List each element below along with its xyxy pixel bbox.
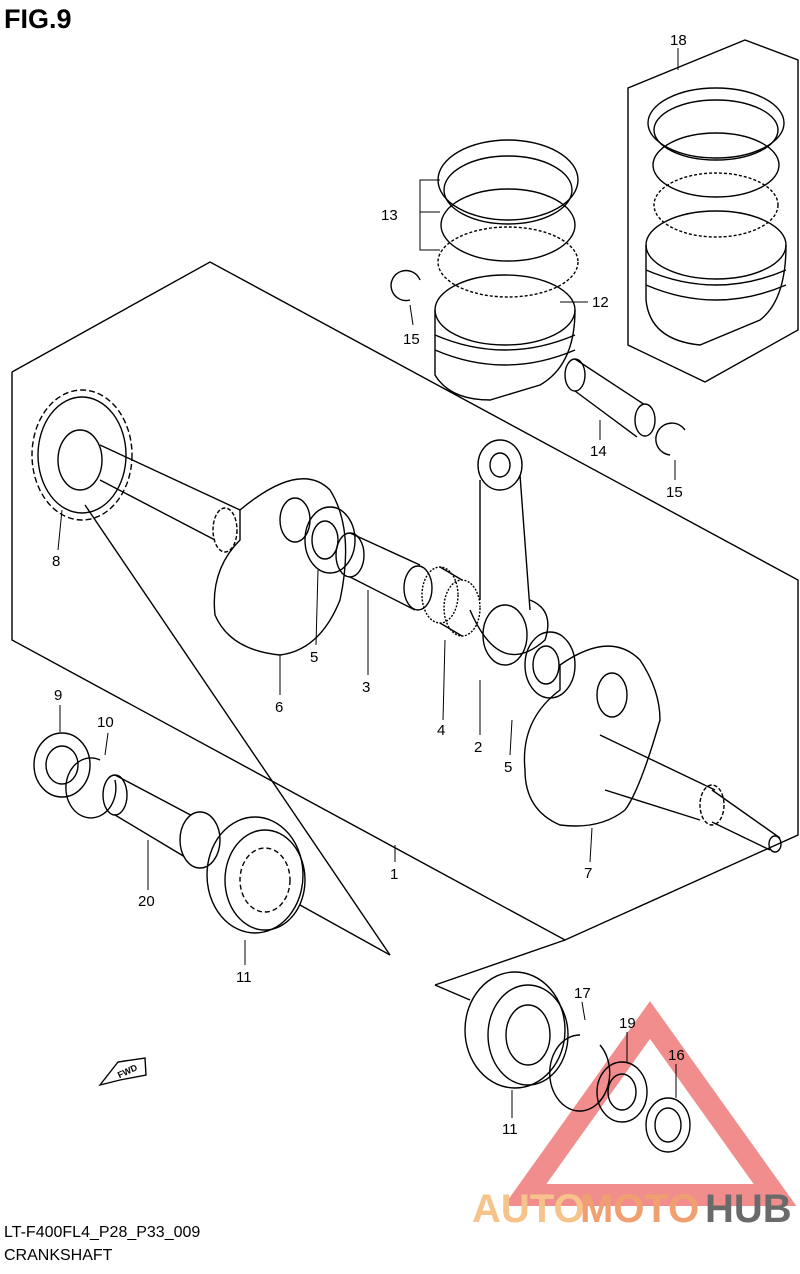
callout-bracket bbox=[419, 179, 440, 251]
leader-lines bbox=[57, 48, 679, 1118]
callout-11: 11 bbox=[502, 1121, 518, 1138]
crank-half-6 bbox=[99, 444, 347, 656]
piston-rings-13 bbox=[437, 139, 579, 298]
watermark-auto: AUTO bbox=[472, 1187, 585, 1231]
callout-2: 2 bbox=[474, 739, 482, 756]
callout-5: 5 bbox=[310, 649, 318, 666]
oil-seal-16 bbox=[645, 1097, 691, 1153]
gear-8 bbox=[31, 389, 133, 521]
piston-set-18 bbox=[645, 87, 787, 346]
assembly-frame-line bbox=[11, 261, 799, 941]
callout-labels: 18 13 12 15 14 15 8 5 3 6 4 2 5 9 10 20 … bbox=[52, 32, 687, 1138]
watermark-hub: HUB bbox=[705, 1187, 792, 1231]
piston-set-frame bbox=[627, 39, 799, 383]
callout-11: 11 bbox=[236, 969, 252, 986]
callout-18: 18 bbox=[670, 32, 687, 49]
bearing-11 bbox=[206, 816, 306, 934]
circlip-15 bbox=[390, 269, 421, 302]
callout-15: 15 bbox=[666, 484, 683, 501]
piston-12 bbox=[434, 274, 576, 401]
bearing-9 bbox=[33, 732, 91, 798]
crank-half-7 bbox=[523, 645, 782, 853]
needle-bearing-4 bbox=[421, 566, 481, 637]
callout-5: 5 bbox=[504, 759, 512, 776]
frame-diagonal-line bbox=[299, 904, 391, 956]
connecting-rod-2 bbox=[469, 439, 549, 666]
figure-code: LT-F400FL4_P28_P33_009 bbox=[4, 1224, 201, 1241]
callout-16: 16 bbox=[668, 1047, 685, 1064]
figure-title: FIG.9 bbox=[4, 4, 72, 34]
frame-diagonal-line bbox=[84, 504, 391, 956]
washer-5 bbox=[524, 631, 576, 699]
circlip-15 bbox=[655, 422, 686, 456]
callout-6: 6 bbox=[275, 699, 283, 716]
callout-17: 17 bbox=[574, 985, 591, 1002]
spacer-20 bbox=[102, 774, 221, 869]
bearing-19 bbox=[596, 1061, 648, 1123]
callout-9: 9 bbox=[54, 687, 62, 704]
circlip-17 bbox=[549, 1034, 611, 1112]
circlip-10 bbox=[65, 757, 117, 819]
washer-5 bbox=[304, 506, 356, 574]
callout-13: 13 bbox=[381, 207, 398, 224]
forward-arrow-icon: FWD bbox=[98, 1057, 147, 1087]
frame-extension-line bbox=[434, 984, 471, 1001]
callout-4: 4 bbox=[437, 722, 445, 739]
watermark-logo: AUTO MOTO HUB bbox=[472, 1187, 792, 1231]
callout-7: 7 bbox=[584, 865, 592, 882]
callout-19: 19 bbox=[619, 1015, 636, 1032]
callout-12: 12 bbox=[592, 294, 609, 311]
bearing-11 bbox=[464, 971, 569, 1089]
figure-name: CRANKSHAFT bbox=[4, 1247, 113, 1264]
frame-extension-line bbox=[434, 939, 566, 986]
watermark-moto: MOTO bbox=[580, 1187, 699, 1231]
callout-14: 14 bbox=[590, 443, 607, 460]
watermark-triangle bbox=[503, 1001, 797, 1206]
callout-3: 3 bbox=[362, 679, 370, 696]
piston-pin-14 bbox=[564, 358, 656, 438]
crank-pin-3 bbox=[335, 532, 433, 611]
callout-1: 1 bbox=[390, 866, 398, 883]
callout-20: 20 bbox=[138, 893, 155, 910]
callout-15: 15 bbox=[403, 331, 420, 348]
callout-8: 8 bbox=[52, 553, 60, 570]
callout-10: 10 bbox=[97, 714, 114, 731]
